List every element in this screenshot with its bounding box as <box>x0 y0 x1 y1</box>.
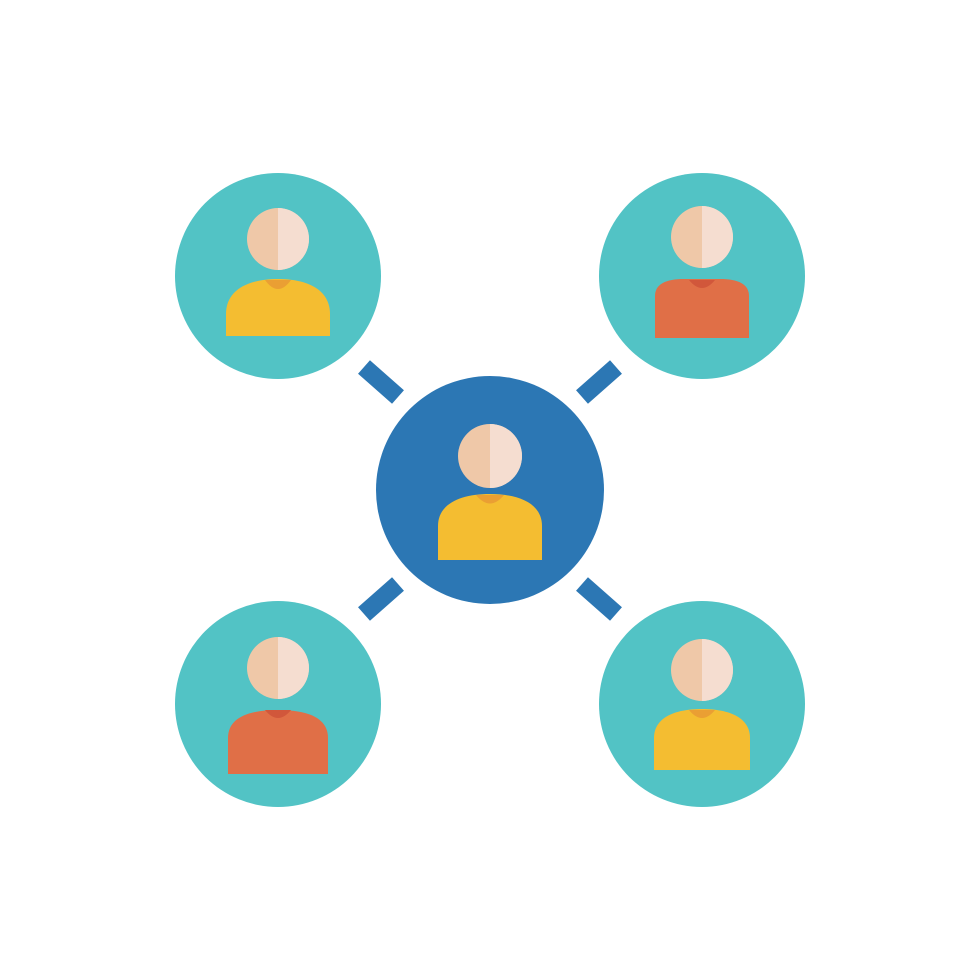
user-body <box>226 279 330 336</box>
user-body <box>438 494 542 560</box>
node-top-right <box>599 173 805 379</box>
user-body <box>654 709 750 770</box>
node-circle <box>599 601 805 807</box>
user-icon <box>654 639 750 770</box>
connector-bottom-right <box>576 577 622 621</box>
node-circle <box>599 173 805 379</box>
connector-top-left <box>358 360 404 404</box>
connector-bottom-left <box>358 577 404 621</box>
connectors <box>358 360 622 621</box>
hub-circle <box>376 376 604 604</box>
user-body <box>655 279 749 338</box>
user-collar <box>265 280 291 289</box>
user-icon <box>655 206 749 338</box>
user-head-highlight <box>702 206 733 268</box>
node-bottom-left <box>175 601 381 807</box>
node-top-left <box>175 173 381 379</box>
connector-top-right <box>576 360 622 404</box>
user-collar <box>265 710 291 718</box>
user-collar <box>476 495 504 504</box>
user-head-highlight <box>490 424 522 488</box>
user-collar <box>689 710 715 718</box>
node-circle <box>175 601 381 807</box>
user-head-highlight <box>278 208 309 270</box>
user-head-highlight <box>278 637 309 699</box>
user-icon <box>228 637 328 774</box>
node-circle <box>175 173 381 379</box>
user-collar <box>689 280 715 288</box>
node-bottom-right <box>599 601 805 807</box>
user-head-highlight <box>702 639 733 701</box>
user-body <box>228 710 328 774</box>
hub-node <box>376 376 604 604</box>
user-icon <box>226 208 330 336</box>
user-icon <box>438 424 542 560</box>
